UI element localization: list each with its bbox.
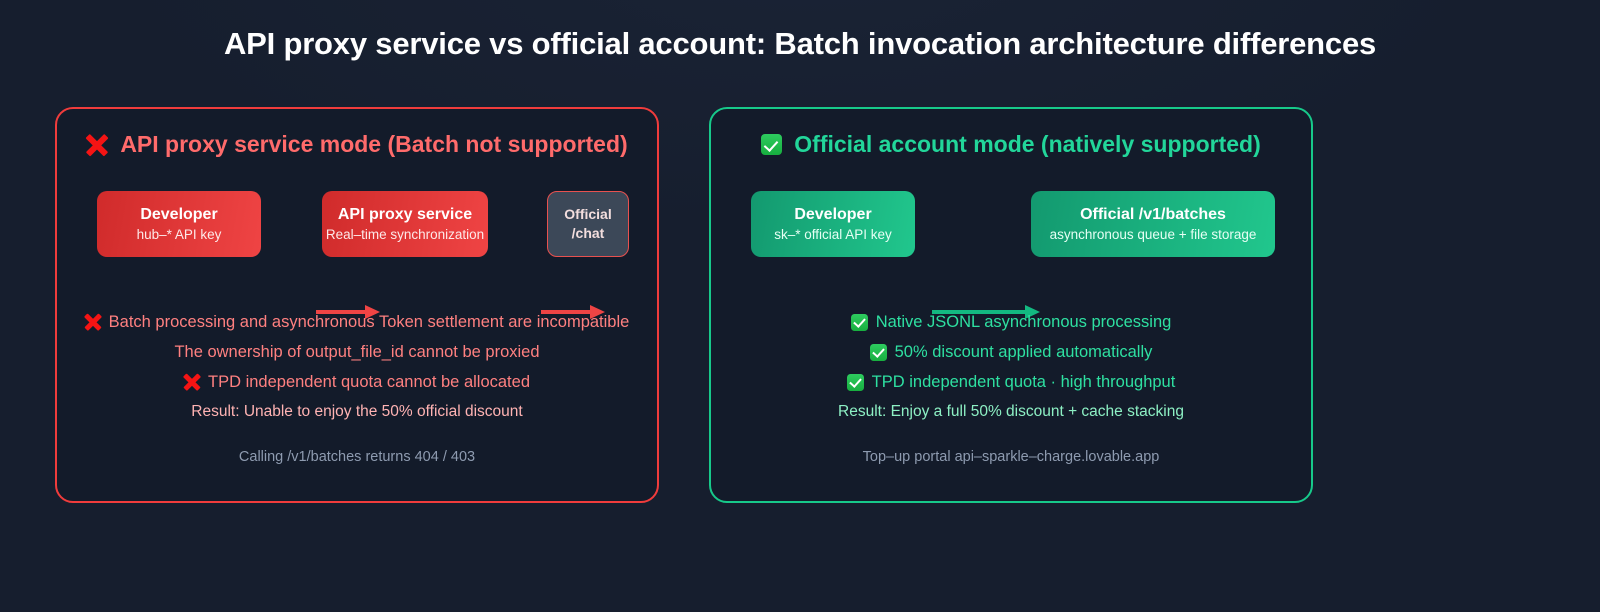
- right-node-row: Developer sk–* official API key Official…: [711, 191, 1311, 261]
- page-title: API proxy service vs official account: B…: [223, 26, 1377, 61]
- green-check-icon: [850, 313, 868, 331]
- panel-api-proxy-service: API proxy service mode (Batch not suppor…: [55, 107, 659, 503]
- node-official-chat[interactable]: Official /chat: [547, 191, 629, 257]
- green-check-icon: [869, 343, 887, 361]
- node-title: API proxy service: [337, 205, 473, 223]
- list-item: 50% discount applied automatically: [711, 337, 1311, 367]
- node-developer[interactable]: Developer hub–* API key: [97, 191, 261, 257]
- node-subtitle: /chat: [571, 225, 605, 241]
- left-bullet-list: Batch processing and asynchronous Token …: [57, 307, 657, 427]
- list-item-label: 50% discount applied automatically: [894, 342, 1153, 361]
- right-panel-heading-text: Official account mode (natively supporte…: [794, 131, 1261, 157]
- arrow-developer-to-batches-icon: [932, 305, 1040, 319]
- node-api-proxy-service[interactable]: API proxy service Real–time synchronizat…: [322, 191, 488, 257]
- node-title: Official: [564, 206, 612, 222]
- node-subtitle: sk–* official API key: [774, 226, 892, 242]
- green-check-icon: [761, 134, 783, 155]
- green-check-icon: [846, 373, 864, 391]
- list-item: Native JSONL asynchronous processing: [711, 307, 1311, 337]
- list-item: TPD independent quota cannot be allocate…: [57, 367, 657, 397]
- node-official-v1-batches[interactable]: Official /v1/batches asynchronous queue …: [1031, 191, 1275, 257]
- right-footnote: Top–up portal api–sparkle–charge.lovable…: [862, 449, 1160, 465]
- left-node-row: Developer hub–* API key API proxy servic…: [57, 191, 657, 261]
- list-item-label: TPD independent quota · high throughput: [871, 372, 1176, 391]
- panel-official-account: Official account mode (natively supporte…: [709, 107, 1313, 503]
- list-item-label: TPD independent quota cannot be allocate…: [208, 372, 530, 391]
- list-item: The ownership of output_file_id cannot b…: [57, 337, 657, 367]
- right-bullet-list: Native JSONL asynchronous processing 50%…: [711, 307, 1311, 427]
- list-item-label: Native JSONL asynchronous processing: [875, 312, 1172, 331]
- list-item: Batch processing and asynchronous Token …: [57, 307, 657, 337]
- left-panel-heading-text: API proxy service mode (Batch not suppor…: [120, 131, 628, 157]
- red-x-icon: [184, 374, 200, 390]
- red-x-icon: [86, 134, 108, 156]
- node-title: Developer: [140, 205, 218, 223]
- node-title: Official /v1/batches: [1080, 205, 1226, 223]
- arrow-developer-to-proxy-icon: [316, 305, 380, 319]
- node-subtitle: Real–time synchronization: [325, 226, 485, 242]
- arrow-proxy-to-official-icon: [541, 305, 605, 319]
- right-result-text: Result: Enjoy a full 50% discount + cach…: [838, 403, 1184, 420]
- right-panel-heading: Official account mode (natively supporte…: [711, 131, 1311, 158]
- list-item: TPD independent quota · high throughput: [711, 367, 1311, 397]
- list-item-label: Batch processing and asynchronous Token …: [108, 312, 630, 331]
- left-result-text: Result: Unable to enjoy the 50% official…: [191, 403, 523, 420]
- node-subtitle: hub–* API key: [136, 226, 222, 242]
- list-item-label: The ownership of output_file_id cannot b…: [174, 342, 540, 361]
- left-footnote: Calling /v1/batches returns 404 / 403: [238, 449, 476, 465]
- left-panel-heading: API proxy service mode (Batch not suppor…: [57, 131, 657, 158]
- node-title: Developer: [794, 205, 872, 223]
- node-developer[interactable]: Developer sk–* official API key: [751, 191, 915, 257]
- red-x-icon: [85, 314, 101, 330]
- node-subtitle: asynchronous queue + file storage: [1049, 226, 1257, 242]
